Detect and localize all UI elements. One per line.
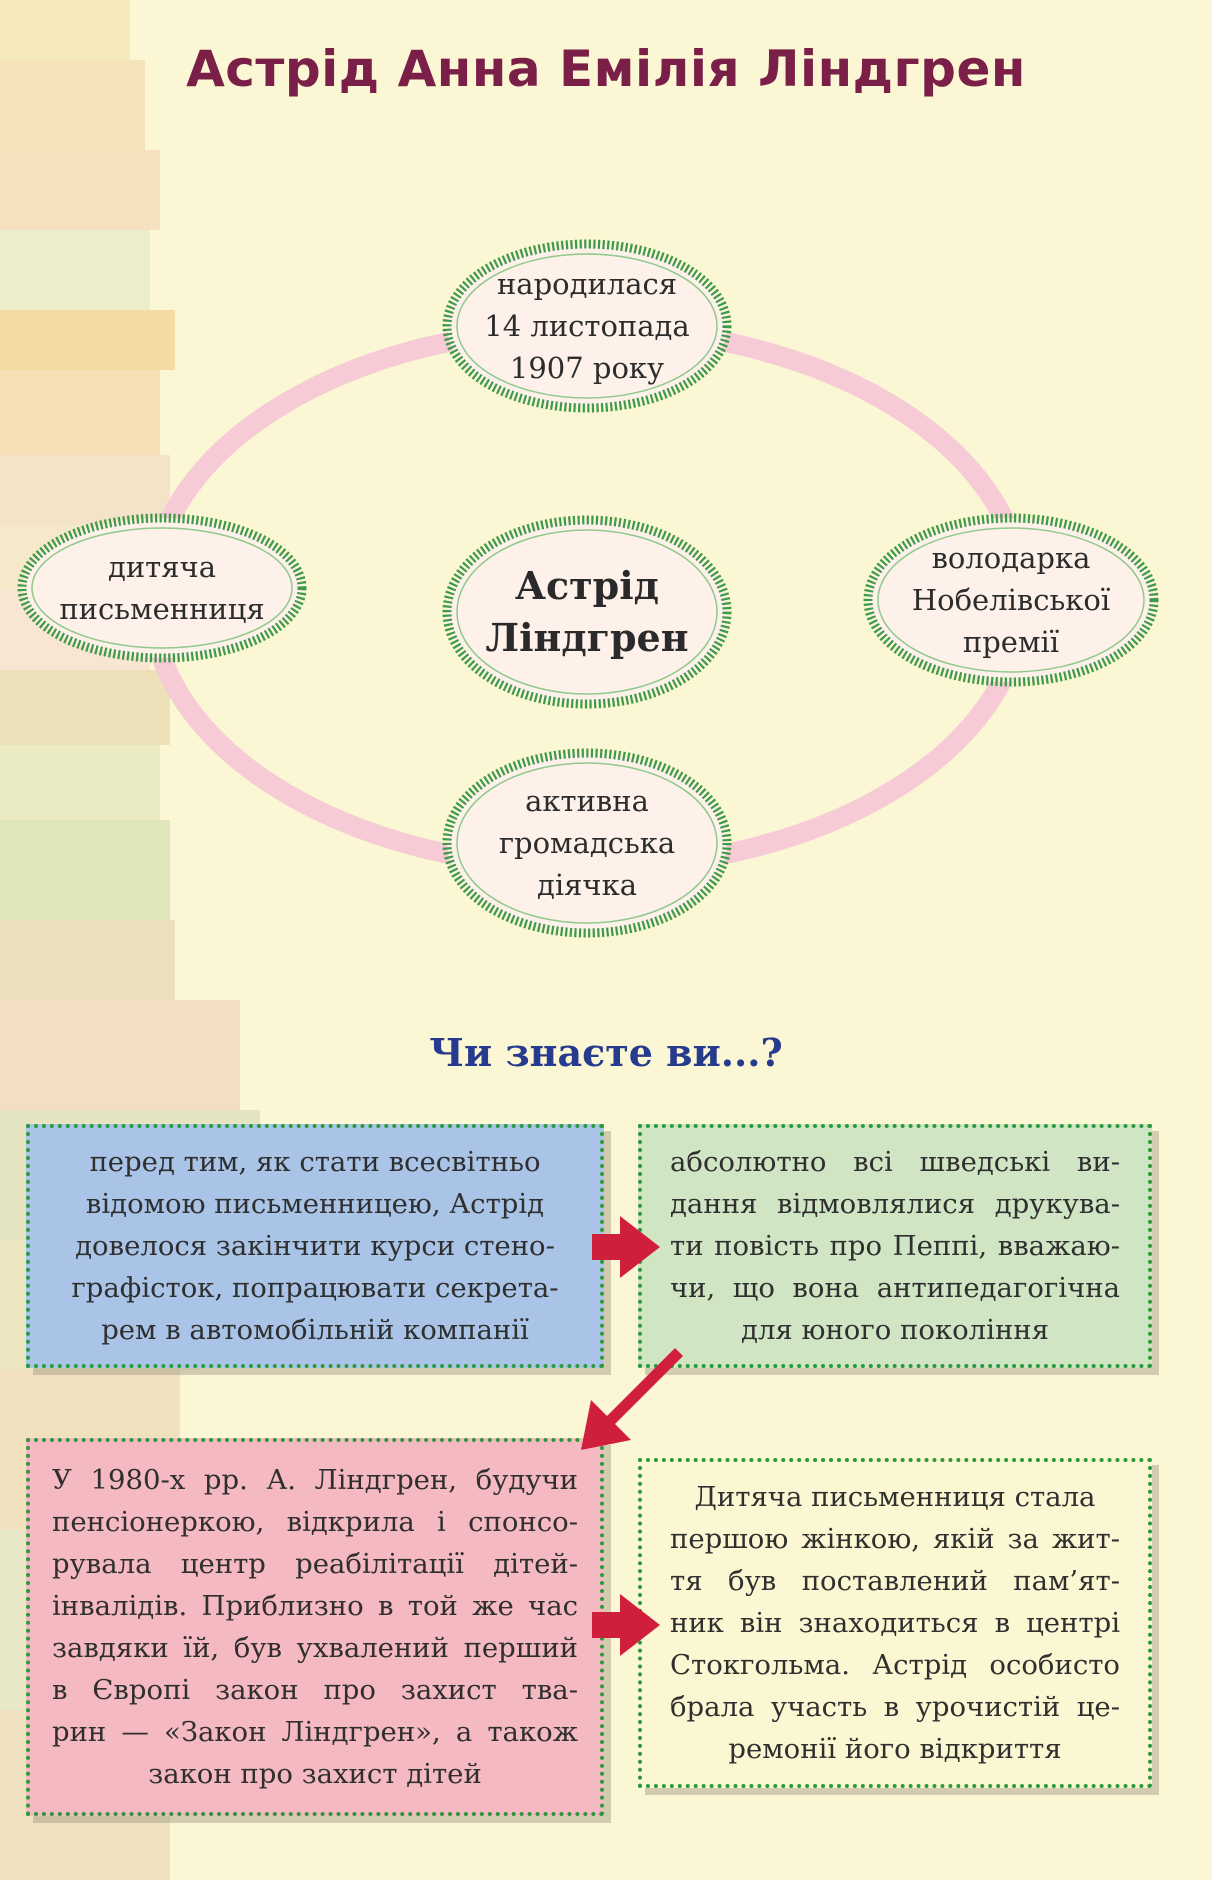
fact-line: пенсіонеркою, відкрила і спонсо- — [52, 1506, 578, 1538]
fact-line: графісток, попрацювати секрета- — [71, 1272, 559, 1304]
top-node-line: 14 листопада — [484, 309, 690, 343]
center-node-line: Астрід — [515, 563, 659, 608]
fact-line: в Європі закон про захист тва- — [52, 1674, 578, 1706]
right-node-line: Нобелівської — [911, 583, 1111, 617]
fact-box-1: перед тим, як стати всесвітньо відомою п… — [26, 1124, 604, 1368]
center-node-line: Ліндгрен — [485, 615, 689, 660]
fact-line: рин — «Закон Ліндгрен», а також — [52, 1716, 578, 1748]
fact-line: довелося закінчити курси стено- — [75, 1230, 555, 1262]
fact-line: абсолютно всі шведські ви- — [670, 1146, 1120, 1178]
fact-line: тя був поставлений пам’ят- — [670, 1565, 1120, 1597]
right-node-line: володарка — [931, 541, 1091, 575]
top-node-shape — [442, 239, 732, 413]
top-node-label: народилася 14 листопада 1907 року — [457, 258, 717, 394]
fact-line: чи, що вона антипедагогічна — [670, 1272, 1120, 1304]
bottom-node-line: громадська — [498, 826, 676, 860]
biography-diagram — [17, 239, 1159, 938]
right-node-label: володарка Нобелівської премії — [881, 532, 1141, 668]
fact-line: Стокгольма. Астрід особисто — [670, 1649, 1120, 1681]
did-you-know-heading: Чи знаєте ви...? — [429, 1030, 783, 1075]
right-node-line: премії — [962, 625, 1060, 659]
fact-line: для юного покоління — [741, 1314, 1049, 1346]
left-node-line: письменниця — [59, 592, 265, 626]
fact-line: У 1980-х рр. А. Ліндгрен, будучи — [52, 1464, 578, 1496]
fact-line: брала участь в урочистій це- — [670, 1691, 1120, 1723]
fact-box-2: абсолютно всі шведські ви- дання відмовл… — [638, 1124, 1152, 1368]
fact-line: ник він знаходиться в центрі — [670, 1607, 1120, 1639]
top-node-line: народилася — [496, 267, 678, 301]
fact-line: перед тим, як стати всесвітньо — [89, 1146, 541, 1178]
bottom-node-shape — [442, 748, 732, 938]
fact-line: інвалідів. Приблизно в той же час — [52, 1590, 578, 1622]
fact-line: першою жінкою, якій за жит- — [670, 1523, 1120, 1555]
fact-line: дання відмовлялися друкува- — [670, 1188, 1120, 1220]
left-node-label: дитяча письменниця — [32, 544, 292, 632]
left-node-line: дитяча — [108, 550, 216, 584]
fact-box-4: Дитяча письменниця стала першою жінкою, … — [638, 1458, 1152, 1788]
fact-line: ти повість про Пеппі, вважаю- — [670, 1230, 1120, 1262]
fact-box-3: У 1980-х рр. А. Ліндгрен, будучи пенсіон… — [26, 1438, 604, 1816]
fact-line: відомою письменницею, Астрід — [85, 1188, 545, 1220]
page-title: Астрід Анна Емілія Ліндгрен — [186, 40, 1026, 98]
center-node-label: Астрід Ліндгрен — [457, 552, 717, 672]
center-node-shape — [442, 515, 732, 709]
fact-line: Дитяча письменниця стала — [694, 1481, 1096, 1513]
arrow-right-icon — [592, 1216, 660, 1278]
bottom-node-line: активна — [525, 784, 649, 818]
bottom-node-line: діячка — [536, 868, 637, 902]
fact-line: рувала центр реабілітації дітей- — [52, 1548, 578, 1580]
arrow-down-left-icon — [581, 1348, 683, 1450]
bottom-node-label: активна громадська діячка — [457, 775, 717, 911]
fact-line: ремонії його відкриття — [728, 1733, 1062, 1765]
arrow-right-icon — [592, 1594, 660, 1656]
right-node-shape — [863, 513, 1159, 687]
fact-line: рем в автомобільній компанії — [101, 1314, 529, 1346]
left-node-shape — [17, 513, 307, 663]
fact-line: завдяки їй, був ухвалений перший — [52, 1632, 578, 1664]
top-node-line: 1907 року — [509, 351, 665, 385]
fact-line: закон про захист дітей — [148, 1758, 482, 1790]
